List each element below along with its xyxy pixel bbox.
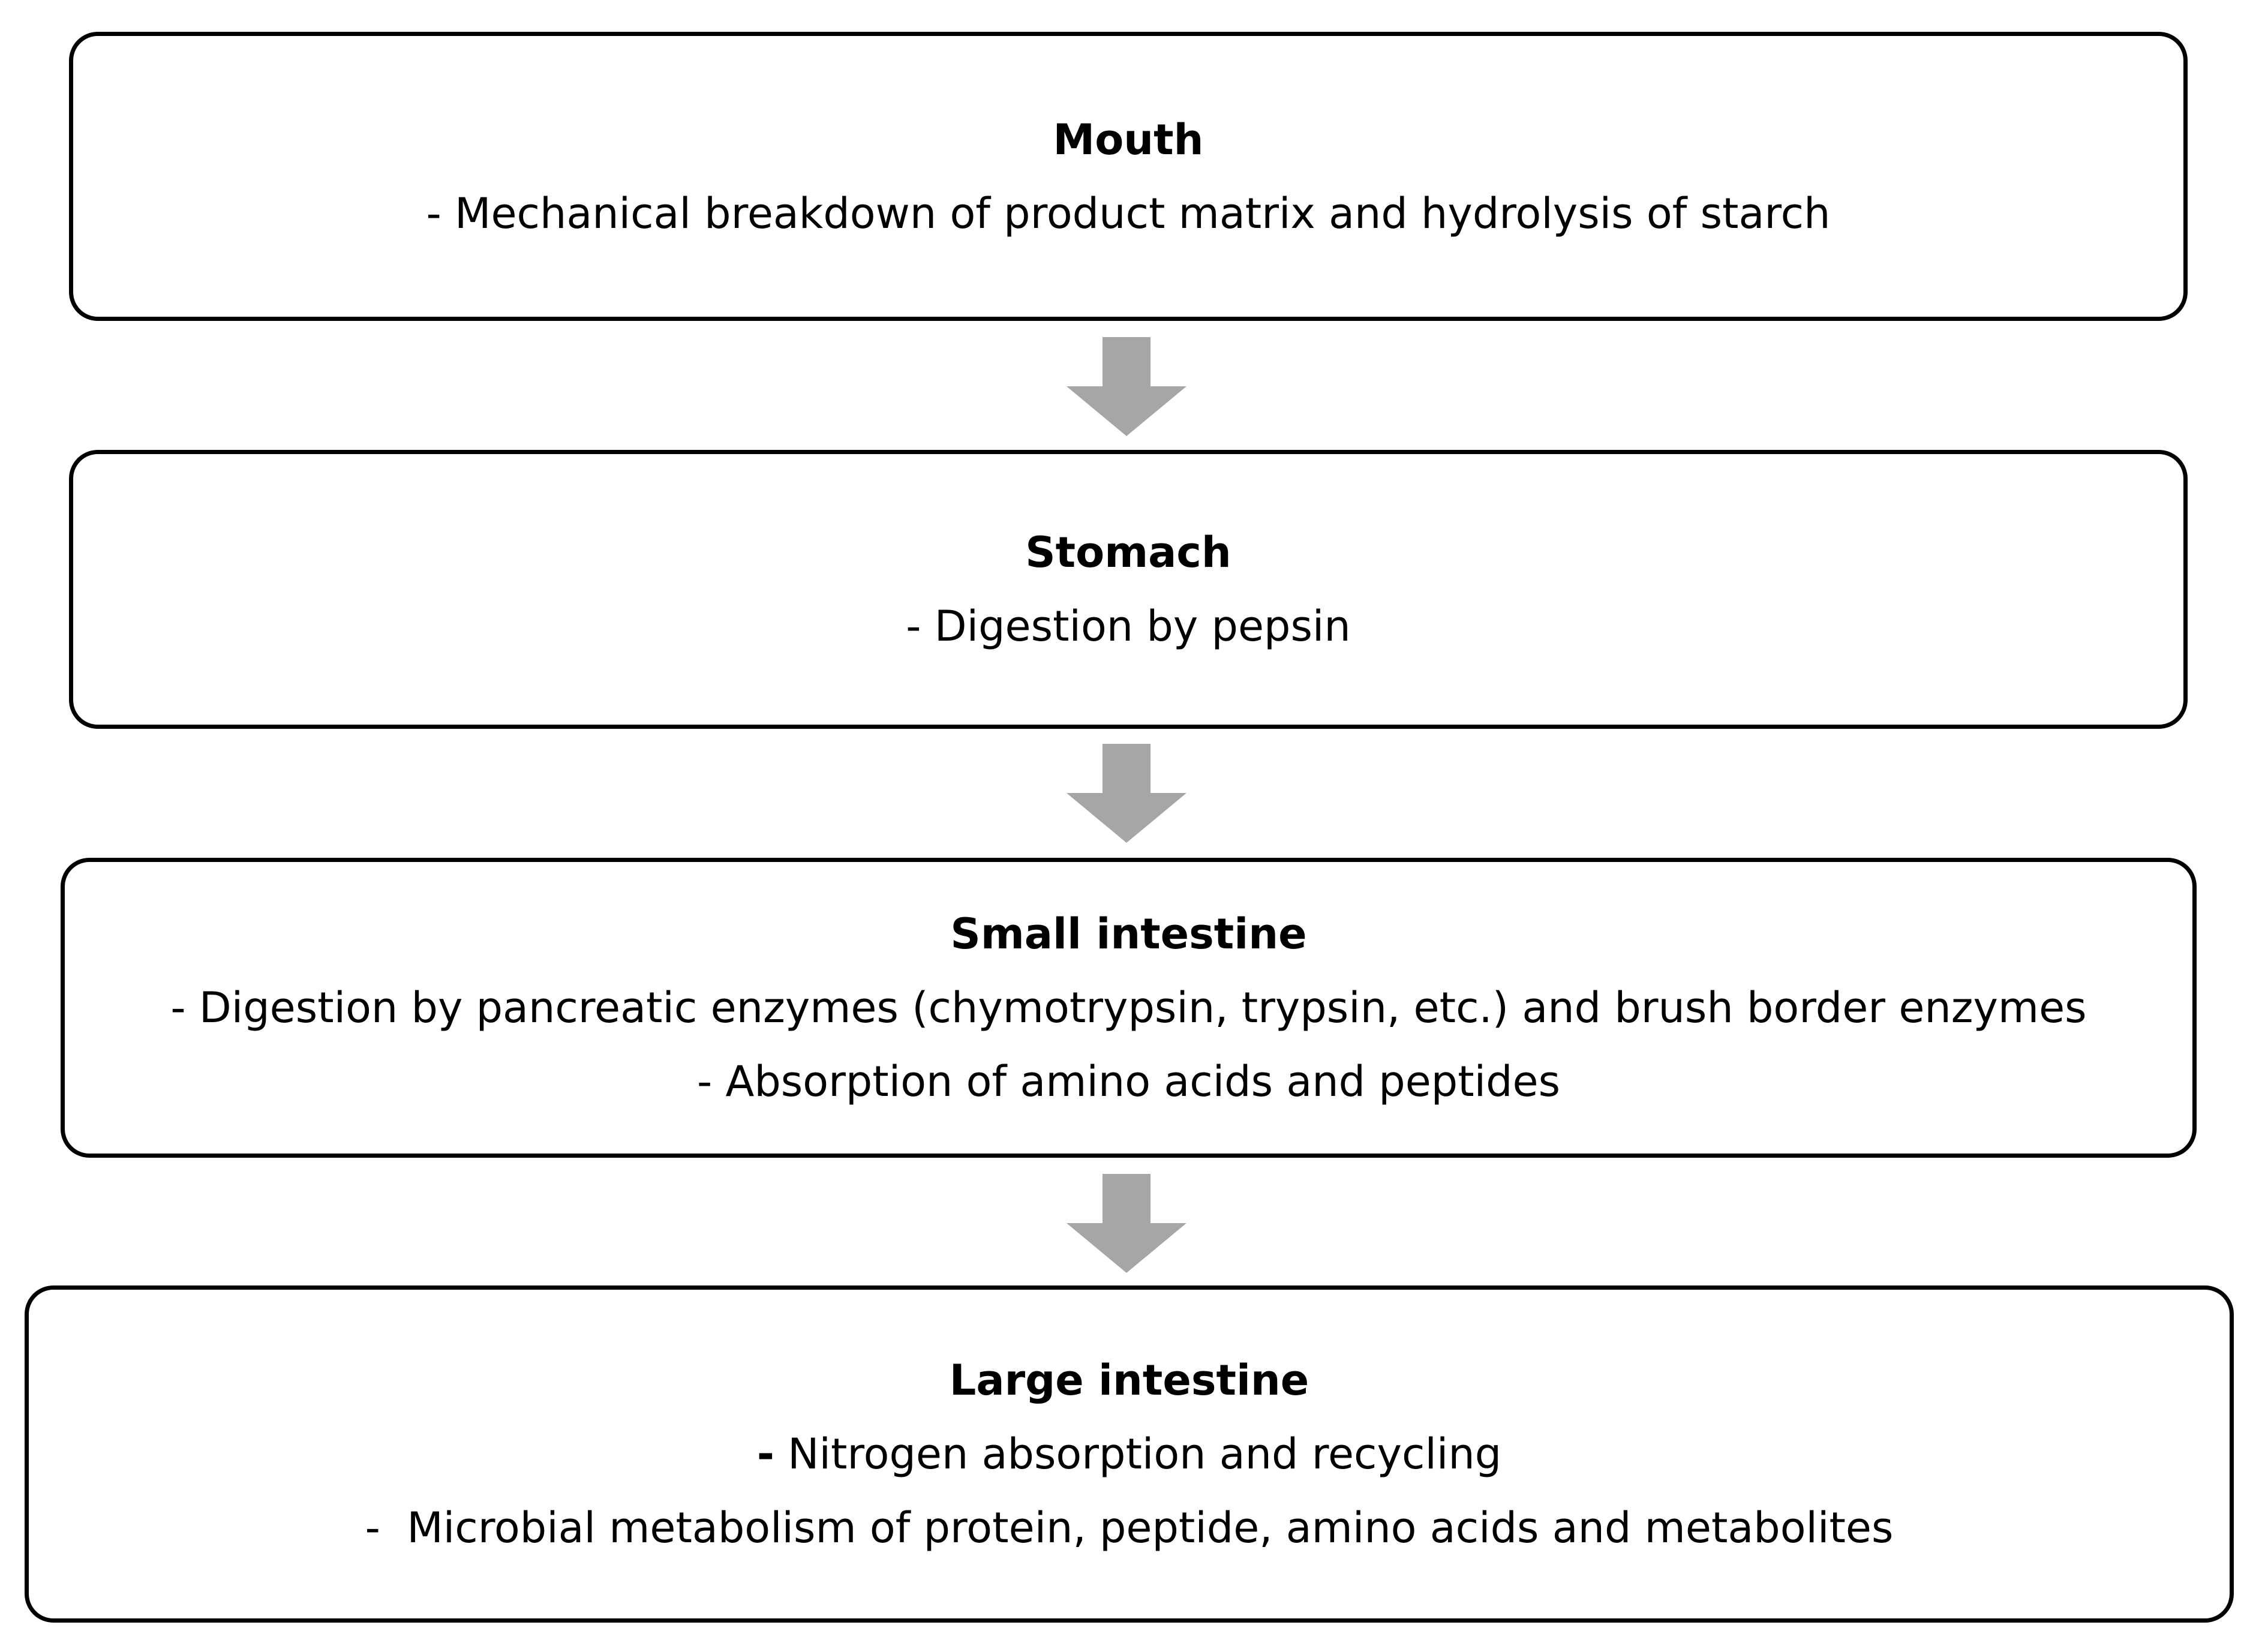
- bullet: -: [426, 188, 441, 238]
- down-arrow-icon: [1067, 1174, 1186, 1273]
- bullet: -: [906, 602, 921, 651]
- stage-description-text: Digestion by pepsin: [934, 602, 1351, 651]
- stage-box-small-intestine: Small intestine - Digestion by pancreati…: [61, 858, 2197, 1158]
- stage-box-stomach: Stomach - Digestion by pepsin: [69, 450, 2188, 729]
- stage-title: Mouth: [1053, 115, 1204, 164]
- stage-title: Small intestine: [950, 909, 1307, 959]
- stage-description-text: Microbial metabolism of protein, peptide…: [393, 1503, 1894, 1552]
- bullet: -: [696, 1057, 713, 1106]
- stage-description-text: Mechanical breakdown of product matrix a…: [455, 188, 1831, 238]
- stage-box-large-intestine: Large intestine - Nitrogen absorption an…: [25, 1285, 2234, 1623]
- stage-box-mouth: Mouth - Mechanical breakdown of product …: [69, 32, 2188, 321]
- stage-description: - Digestion by pancreatic enzymes (chymo…: [170, 987, 2086, 1029]
- stage-description: - Microbial metabolism of protein, pepti…: [365, 1507, 1894, 1549]
- bullet: -: [756, 1429, 774, 1479]
- stage-description-text: Absorption of amino acids and peptides: [725, 1057, 1561, 1106]
- down-arrow-icon: [1067, 744, 1186, 843]
- stage-description-text: Nitrogen absorption and recycling: [788, 1429, 1502, 1479]
- stage-description: - Mechanical breakdown of product matrix…: [426, 193, 1831, 235]
- down-arrow-icon: [1067, 337, 1186, 436]
- bullet: -: [365, 1503, 380, 1552]
- stage-description: - Digestion by pepsin: [906, 605, 1351, 647]
- bullet: -: [170, 983, 186, 1032]
- stage-description: - Absorption of amino acids and peptides: [697, 1061, 1560, 1103]
- stage-title: Large intestine: [949, 1356, 1309, 1405]
- stage-description: - Nitrogen absorption and recycling: [757, 1433, 1501, 1475]
- stage-description-text: Digestion by pancreatic enzymes (chymotr…: [199, 983, 2087, 1032]
- stage-title: Stomach: [1025, 528, 1231, 577]
